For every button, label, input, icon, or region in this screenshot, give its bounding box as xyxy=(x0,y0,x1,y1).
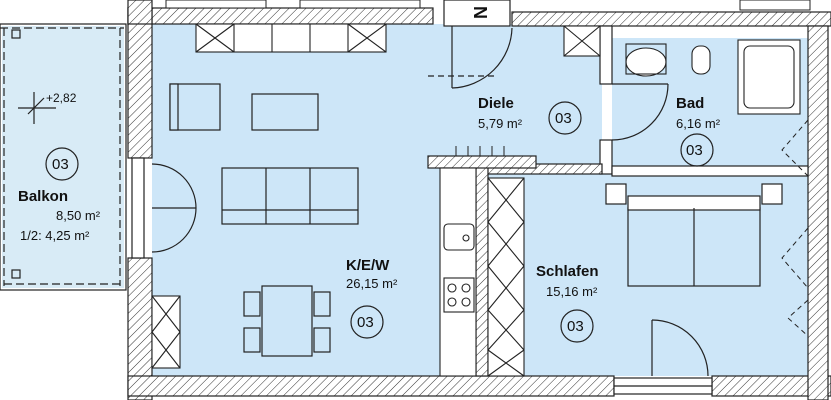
level-label: +2,82 xyxy=(46,91,77,105)
wall-kitchen-spine xyxy=(475,163,489,377)
schlafen-area: 15,16 m² xyxy=(546,284,598,299)
kew-area: 26,15 m² xyxy=(346,276,398,291)
sink xyxy=(443,223,475,251)
schlafen-name: Schlafen xyxy=(536,263,599,280)
wall-top-corner xyxy=(127,0,153,25)
interior-walls xyxy=(427,25,809,377)
window-top-2 xyxy=(299,0,421,9)
kew-circle xyxy=(350,305,384,339)
balcony-number: 03 xyxy=(52,156,69,173)
right-windows xyxy=(781,119,809,337)
wardrobe-top xyxy=(195,23,601,57)
balcony-half-area: 1/2: 4,25 m² xyxy=(20,228,90,243)
wall-right xyxy=(807,25,829,400)
top-windows xyxy=(165,0,811,11)
balcony-name: Balkon xyxy=(18,188,68,205)
room-number-circles xyxy=(45,101,714,343)
window-top-3 xyxy=(739,0,811,11)
living-furniture xyxy=(169,83,359,357)
entrance xyxy=(428,0,513,89)
schlafen-number: 03 xyxy=(567,318,584,335)
wall-top-right xyxy=(511,11,831,27)
diele-circle xyxy=(548,101,582,135)
stove xyxy=(443,277,475,313)
kitchen-counter xyxy=(439,167,525,377)
bad-name: Bad xyxy=(676,95,704,112)
wall-diele-bad xyxy=(599,25,613,85)
washbasin xyxy=(625,47,667,77)
wall-diele-bad-lower xyxy=(599,139,613,175)
bad-area: 6,16 m² xyxy=(676,116,721,131)
diele-number: 03 xyxy=(555,110,572,127)
wall-top-left xyxy=(127,7,434,25)
wall-bottom-left xyxy=(127,375,615,397)
vents xyxy=(455,146,505,156)
chimney-block xyxy=(427,155,537,169)
balcony-structure xyxy=(0,23,127,291)
wall-left-upper xyxy=(127,7,153,159)
diele-area: 5,79 m² xyxy=(478,116,523,131)
diele-name: Diele xyxy=(478,95,514,112)
exterior-walls xyxy=(127,0,831,400)
window-top-1 xyxy=(165,0,267,9)
sofa xyxy=(221,167,359,225)
kew-name: K/E/W xyxy=(346,257,390,274)
balcony-door xyxy=(131,157,197,259)
bath-door xyxy=(611,83,669,141)
bad-number: 03 xyxy=(686,142,703,159)
balcony-area: 8,50 m² xyxy=(56,208,101,223)
toilet xyxy=(691,45,711,75)
bad-circle xyxy=(680,133,714,167)
wall-bad-schlafen xyxy=(611,165,809,177)
bed xyxy=(605,183,783,287)
balcony-floor xyxy=(2,26,124,288)
bathroom-fixtures xyxy=(625,39,801,115)
schlafen-circle xyxy=(560,309,594,343)
kew-number: 03 xyxy=(357,314,374,331)
coffee-table xyxy=(251,93,319,131)
dining-table xyxy=(261,285,313,357)
bedroom-door xyxy=(613,319,713,395)
level-marker xyxy=(18,92,56,124)
compass-label: N xyxy=(470,6,490,19)
side-cabinet xyxy=(151,295,181,369)
balcony-circle xyxy=(45,147,79,181)
